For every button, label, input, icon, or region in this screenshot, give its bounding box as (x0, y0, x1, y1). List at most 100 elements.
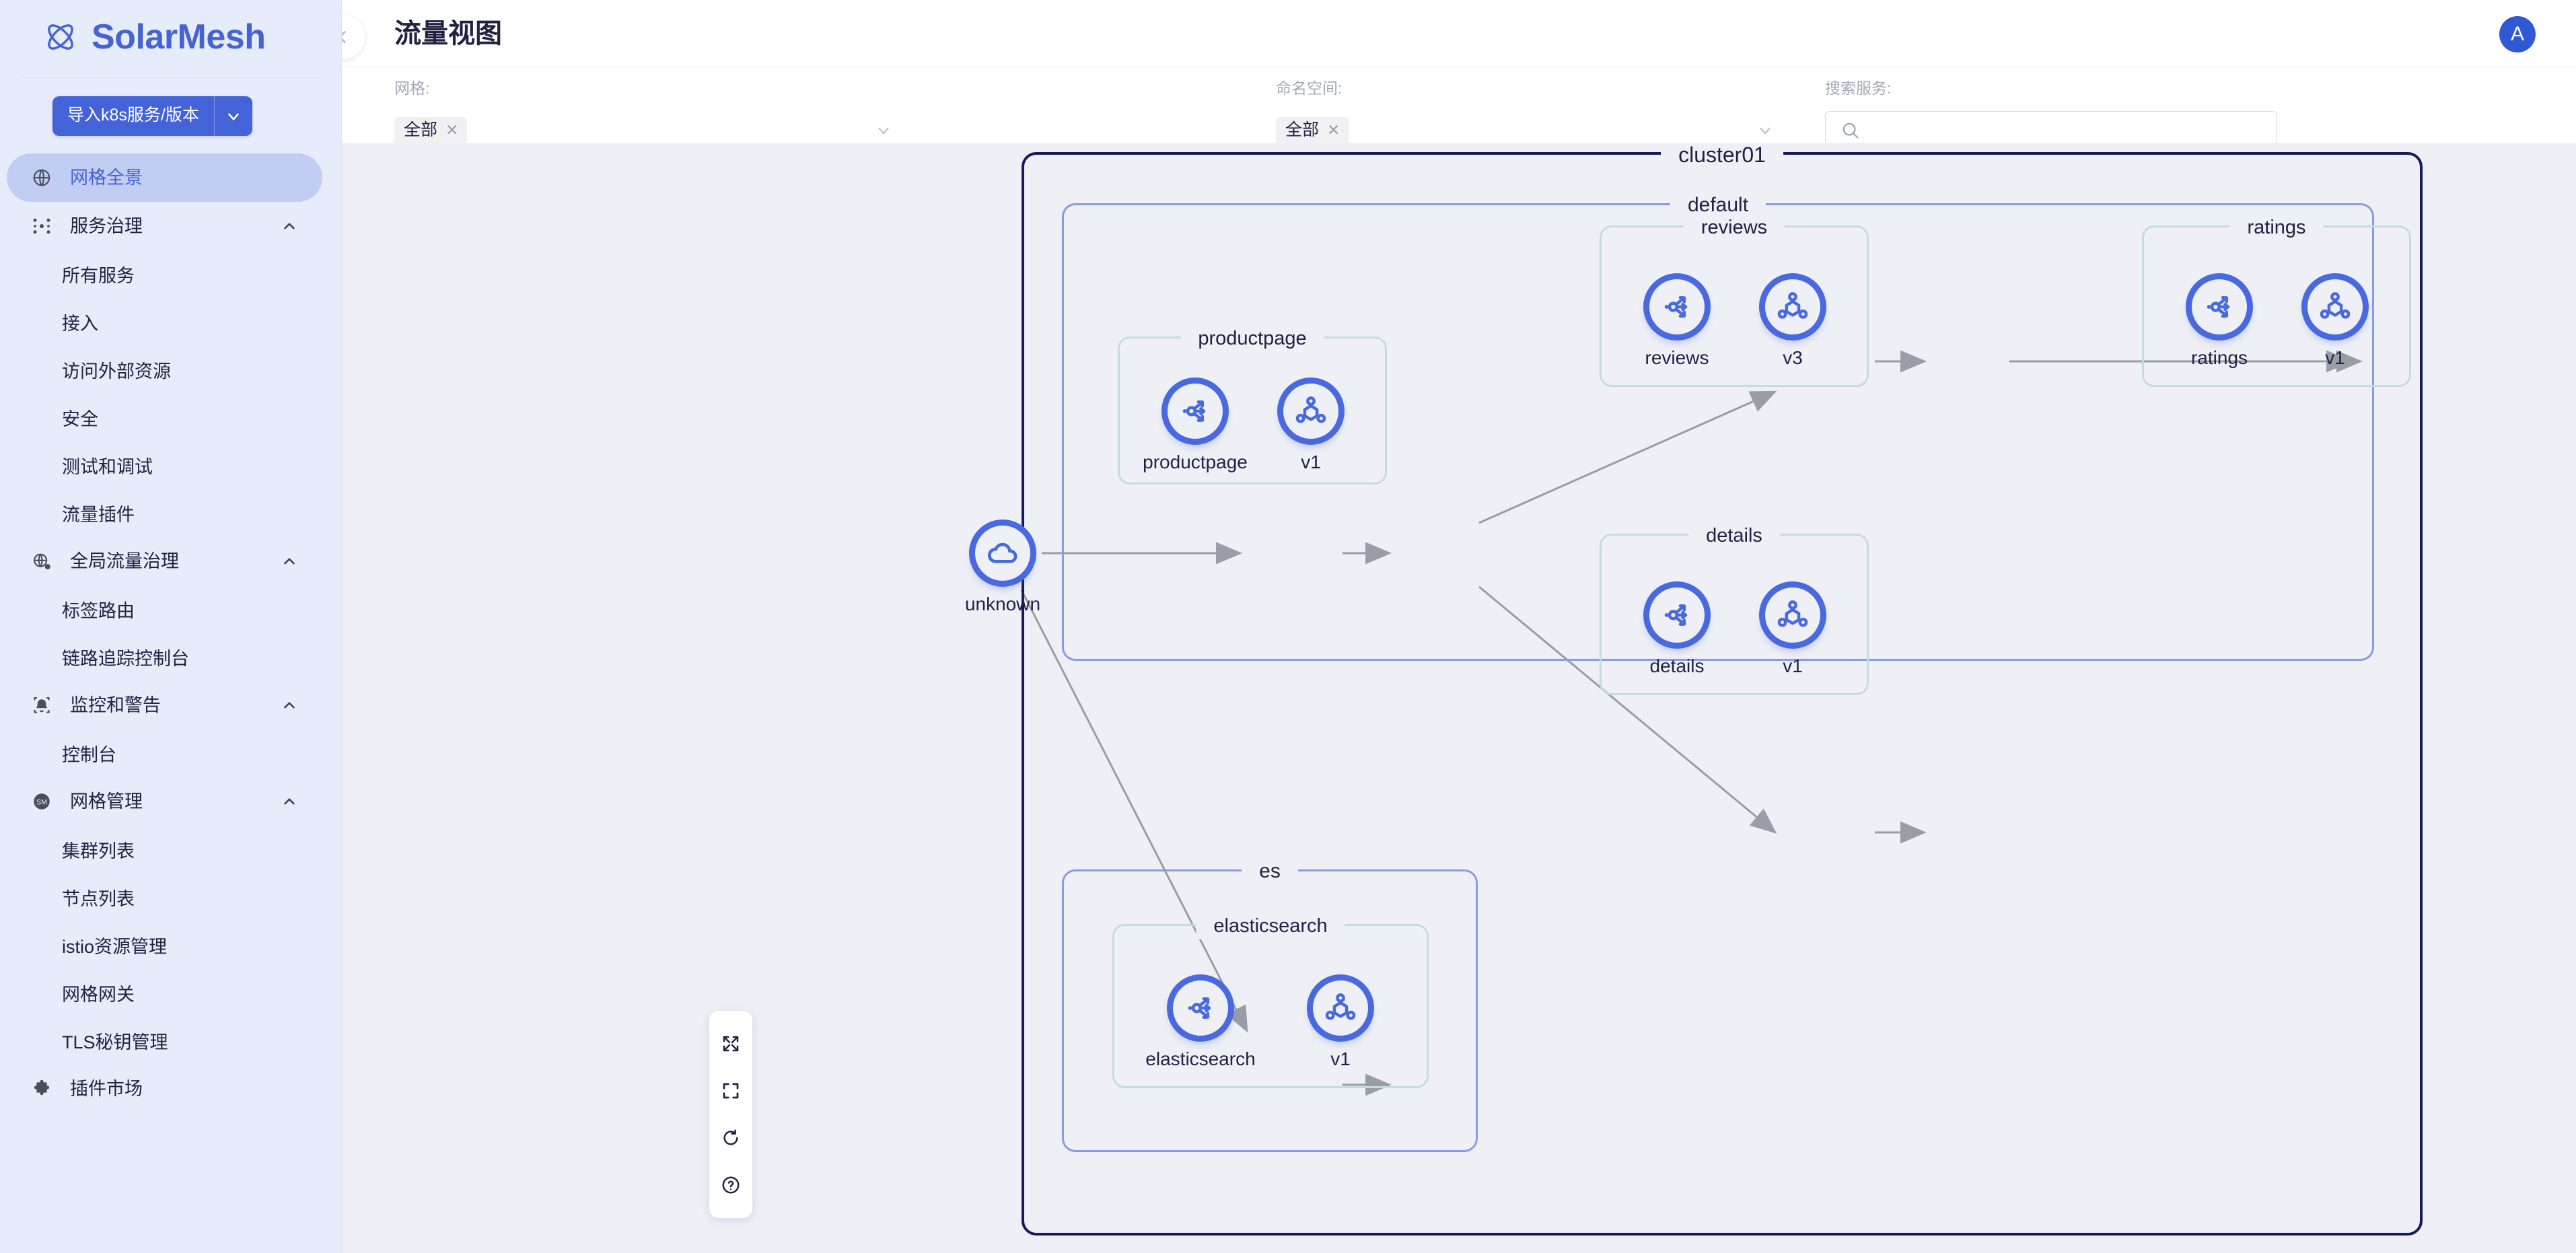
graph-node-label: v1 (1330, 1048, 1351, 1069)
cluster-group-cluster01[interactable]: cluster01 default productpage (1022, 143, 2423, 1236)
graph-node-details-service[interactable]: details (1643, 581, 1711, 676)
search-input[interactable] (1861, 120, 2277, 141)
chevron-up-icon[interactable] (281, 552, 298, 570)
search-service-label: 搜索服务: (1825, 79, 1892, 97)
cluster-label: cluster01 (1661, 143, 1783, 168)
puzzle-icon (28, 1079, 55, 1099)
graph-node-reviews-service[interactable]: reviews (1643, 273, 1711, 367)
refresh-circle-icon (723, 1129, 738, 1145)
service-router-icon[interactable] (1643, 273, 1711, 341)
service-group-label: details (1688, 522, 1780, 549)
service-group-label: ratings (2229, 214, 2324, 241)
service-mesh-dots-icon (28, 216, 55, 236)
namespace-group-es[interactable]: es elasticsearch (1062, 858, 1478, 1152)
chevron-up-icon[interactable] (281, 696, 298, 714)
namespace-selected-tag: 全部 ✕ (1276, 117, 1349, 144)
mesh-select[interactable]: 全部 ✕ (394, 111, 892, 150)
graph-node-ratings-v1[interactable]: v1 (2301, 273, 2369, 367)
sidebar-item-cluster-list[interactable]: 集群列表 (62, 841, 135, 861)
graph-node-productpage-service[interactable]: productpage (1143, 378, 1248, 472)
graph-node-ratings-service[interactable]: ratings (2186, 273, 2253, 367)
graph-node-label: details (1649, 655, 1705, 676)
workload-version-icon[interactable] (1759, 273, 1826, 341)
graph-node-label: v1 (1301, 452, 1321, 472)
sidebar-item-security[interactable]: 安全 (62, 409, 98, 429)
brand-name: SolarMesh (92, 17, 266, 57)
graph-node-reviews-v3[interactable]: v3 (1759, 273, 1826, 367)
service-group-productpage[interactable]: productpage pr (1118, 325, 1387, 485)
sidebar-item-node-list[interactable]: 节点列表 (62, 889, 135, 909)
graph-node-details-v1[interactable]: v1 (1759, 581, 1826, 676)
sidebar-group-global-traffic[interactable]: 全局流量治理 (7, 537, 322, 585)
service-router-icon[interactable] (1643, 581, 1711, 649)
workload-version-icon[interactable] (2301, 273, 2369, 341)
sidebar-item-external-resources[interactable]: 访问外部资源 (62, 361, 171, 382)
service-group-label: productpage (1180, 325, 1324, 352)
graph-node-unknown[interactable]: unknown (965, 520, 1040, 614)
graph-node-productpage-v1[interactable]: v1 (1277, 378, 1345, 472)
reload-graph-button[interactable] (709, 1114, 752, 1161)
chevron-down-icon[interactable] (213, 96, 252, 136)
fullscreen-button[interactable] (709, 1067, 752, 1114)
sidebar-item-onboarding[interactable]: 接入 (62, 314, 98, 334)
sidebar-item-tls-key-management[interactable]: TLS秘钥管理 (62, 1032, 168, 1052)
sidebar-item-test-debug[interactable]: 测试和调试 (62, 457, 153, 477)
sidebar-item-traffic-plugins[interactable]: 流量插件 (62, 505, 135, 525)
sidebar-item-istio-resources[interactable]: istio资源管理 (62, 937, 168, 957)
sidebar-item-plugin-market[interactable]: 插件市场 (7, 1065, 322, 1113)
service-group-details[interactable]: details detail (1600, 522, 1869, 695)
sidebar-item-monitor-console[interactable]: 控制台 (62, 745, 116, 765)
sidebar-item-label-routing[interactable]: 标签路由 (62, 601, 135, 621)
sidebar-group-monitoring-alerts[interactable]: 监控和警告 (7, 681, 322, 729)
mesh-selected-tag: 全部 ✕ (394, 117, 468, 144)
workload-version-icon[interactable] (1307, 974, 1374, 1042)
chevron-down-icon[interactable] (1756, 122, 1774, 139)
service-group-reviews[interactable]: reviews review (1600, 214, 1869, 387)
fit-to-screen-button[interactable] (709, 1020, 752, 1067)
graph-node-label: v1 (2325, 347, 2345, 368)
avatar[interactable]: A (2499, 16, 2536, 52)
service-router-icon[interactable] (1167, 974, 1234, 1042)
graph-node-elasticsearch-service[interactable]: elasticsearch (1145, 974, 1256, 1069)
brand: SolarMesh (0, 0, 341, 74)
service-group-ratings[interactable]: ratings rating (2142, 214, 2411, 387)
graph-node-label: reviews (1645, 347, 1709, 368)
namespace-group-default[interactable]: default productpage (1062, 192, 2411, 695)
workload-version-icon[interactable] (1759, 581, 1826, 649)
chevron-left-icon (342, 31, 346, 43)
sidebar-group-label: 网格管理 (70, 791, 143, 812)
graph-node-label: v1 (1783, 655, 1803, 676)
service-group-elasticsearch[interactable]: elasticsearch (1112, 912, 1429, 1088)
import-k8s-service-button[interactable]: 导入k8s服务/版本 (52, 96, 252, 136)
help-button[interactable] (709, 1161, 752, 1209)
close-x-icon[interactable]: ✕ (1327, 121, 1340, 139)
sidebar-group-mesh-management[interactable]: SM 网格管理 (7, 777, 322, 826)
filter-bar: 网格: 全部 ✕ 命名空间: 全部 ✕ (342, 67, 2576, 189)
solarmesh-atom-logo-icon (43, 20, 78, 55)
sidebar-item-tracing-console[interactable]: 链路追踪控制台 (62, 649, 189, 669)
chevron-up-icon[interactable] (281, 217, 298, 235)
service-router-icon[interactable] (1161, 378, 1229, 445)
service-router-icon[interactable] (2186, 273, 2253, 341)
expand-arrows-icon (723, 1036, 739, 1052)
sidebar-item-mesh-gateway[interactable]: 网格网关 (62, 985, 135, 1005)
service-group-label: elasticsearch (1196, 912, 1345, 939)
graph-node-label: v3 (1783, 347, 1803, 368)
svg-text:SM: SM (36, 799, 47, 807)
graph-node-label: productpage (1143, 452, 1248, 472)
namespace-select[interactable]: 全部 ✕ (1276, 111, 1774, 150)
namespace-label: es (1242, 858, 1298, 885)
sidebar-item-mesh-overview[interactable]: 网格全景 (7, 153, 322, 202)
sidebar-item-all-services[interactable]: 所有服务 (62, 266, 135, 286)
cloud-icon[interactable] (969, 520, 1036, 587)
graph-node-elasticsearch-v1[interactable]: v1 (1307, 974, 1374, 1069)
sidebar-group-service-governance[interactable]: 服务治理 (7, 202, 322, 250)
workload-version-icon[interactable] (1277, 378, 1345, 445)
chevron-down-icon[interactable] (875, 122, 892, 139)
namespace-filter: 命名空间: 全部 ✕ (1276, 81, 1774, 150)
close-x-icon[interactable]: ✕ (445, 121, 459, 139)
chevron-up-icon[interactable] (281, 793, 298, 810)
search-service-filter: 搜索服务: (1825, 81, 2296, 150)
traffic-graph-canvas[interactable]: cluster01 default productpage (342, 143, 2576, 1253)
